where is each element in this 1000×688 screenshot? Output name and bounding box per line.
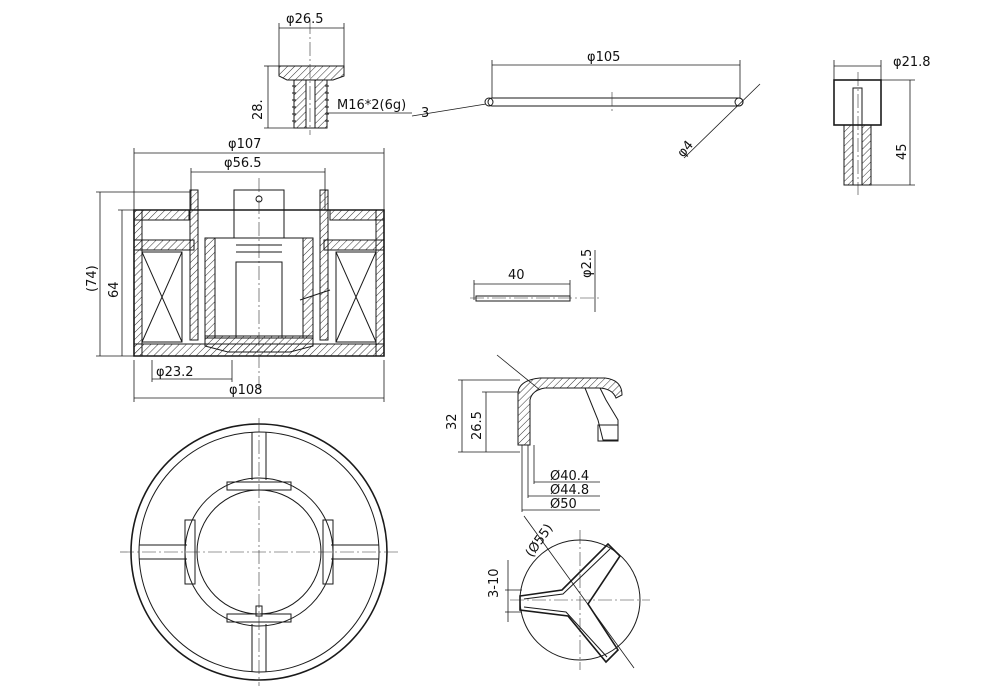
label-cap-h2: 26.5	[470, 411, 485, 440]
main-section-view	[96, 148, 385, 402]
plug-view	[833, 60, 915, 195]
label-rod-wire: φ4	[675, 138, 697, 161]
label-cap-h: 32	[445, 413, 460, 430]
label-main-dia-bottom-inner: φ23.2	[156, 365, 194, 380]
label-main-dia-top: φ107	[228, 137, 261, 152]
label-main-dia-bottom: φ108	[229, 383, 262, 398]
label-rod-dia: φ105	[587, 50, 620, 65]
bottom-plan-view	[120, 418, 398, 686]
label-cap-d2: Ø44.8	[550, 483, 589, 498]
label-main-h-total: (74)	[85, 265, 100, 292]
label-thread: M16*2(6g)	[337, 98, 406, 113]
pin-view	[470, 250, 600, 312]
label-main-h: 64	[107, 281, 122, 298]
label-plug-dia: φ21.8	[893, 55, 931, 70]
label-thread-num: 3	[421, 106, 429, 121]
label-star-range: 3-10	[487, 568, 502, 598]
label-cap-d1: Ø40.4	[550, 469, 589, 484]
label-pin-dia: φ2.5	[580, 249, 595, 278]
label-plug-h: 45	[895, 143, 910, 160]
star-plan-view	[505, 515, 650, 670]
cap-section-view	[458, 354, 623, 512]
top-fitting-view	[264, 20, 412, 135]
label-cap-d3: Ø50	[550, 497, 577, 512]
label-top-small-h: 28.	[251, 99, 266, 120]
label-top-small-dia: φ26.5	[286, 12, 324, 27]
label-main-dia-inner: φ56.5	[224, 156, 262, 171]
rod-view	[411, 60, 761, 159]
label-pin-len: 40	[508, 268, 525, 283]
